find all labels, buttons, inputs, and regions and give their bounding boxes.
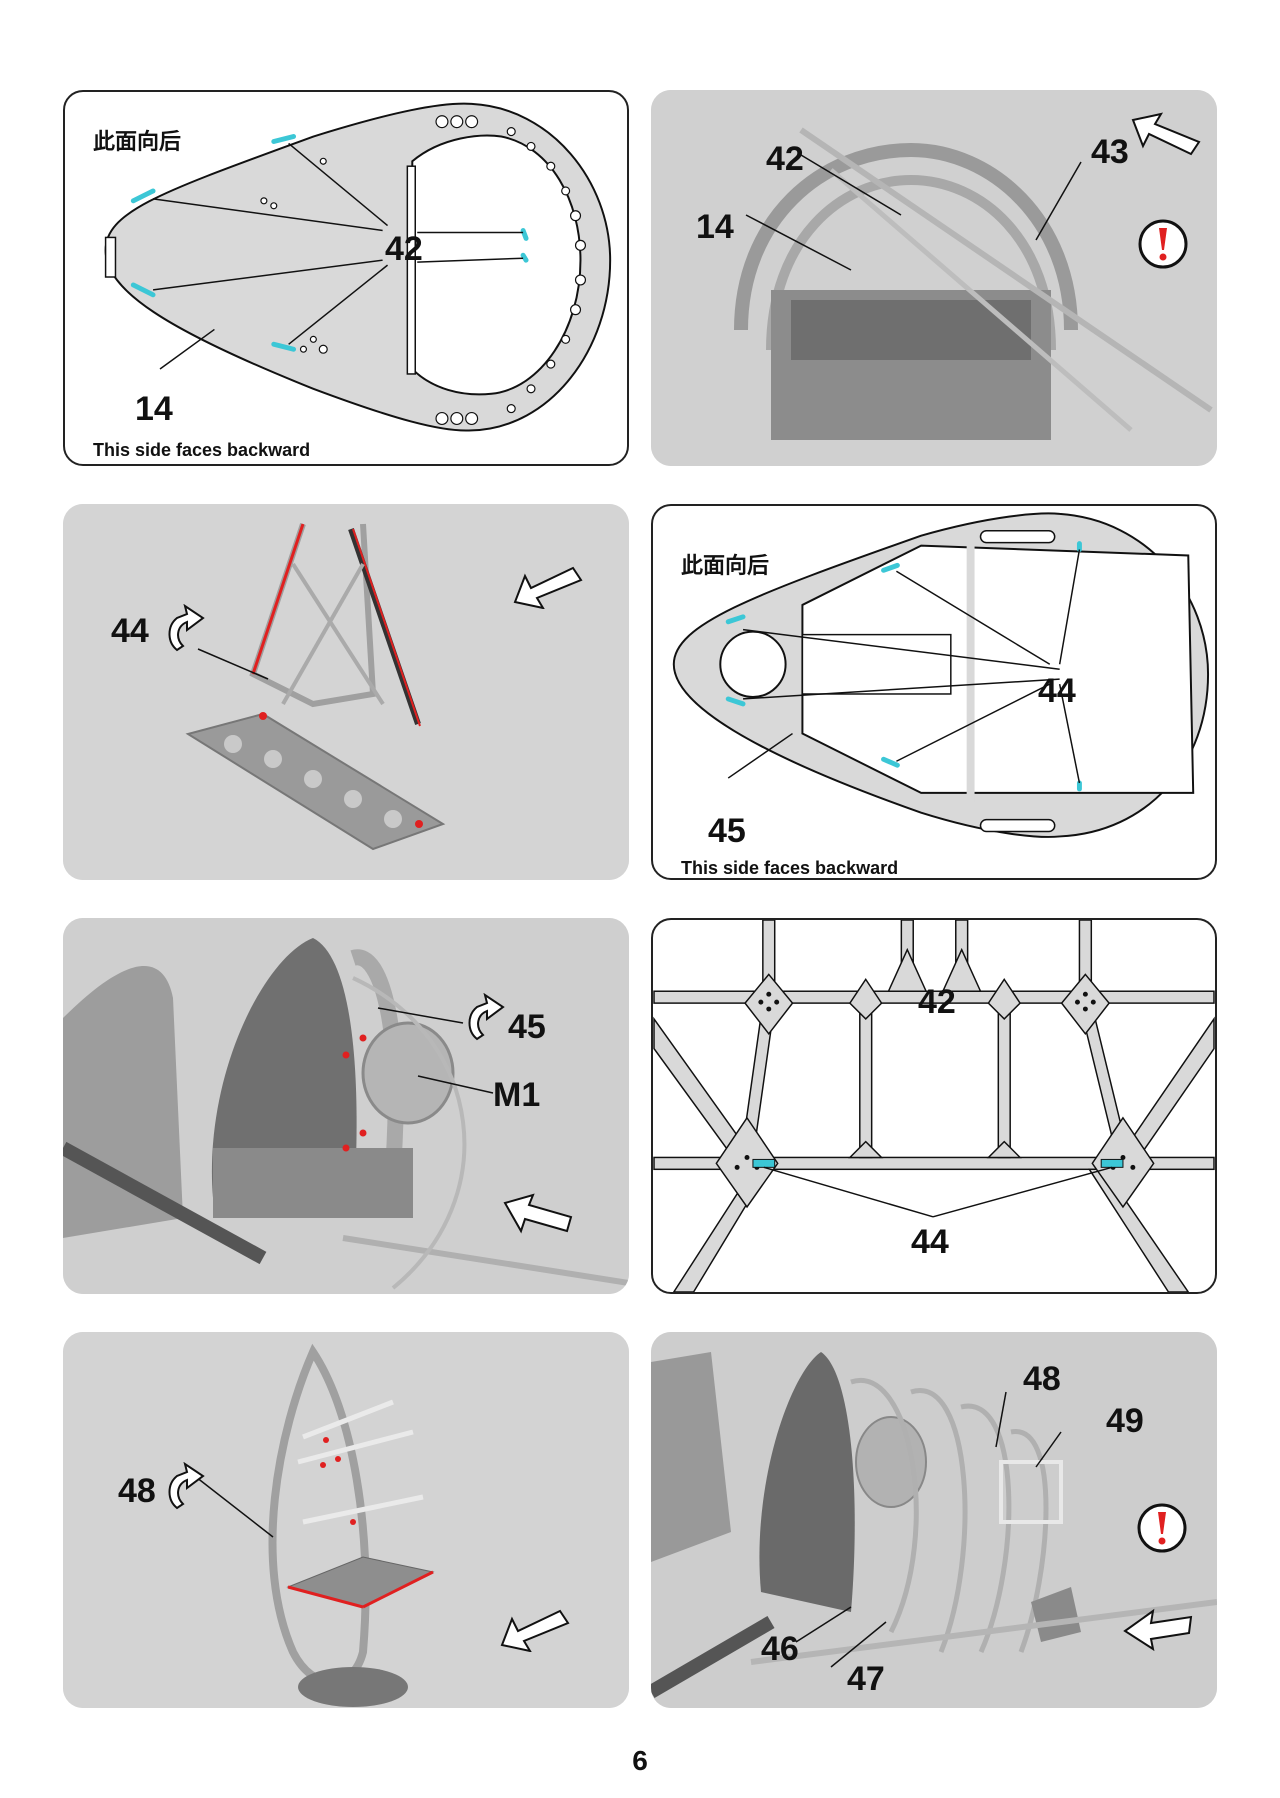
part-label-42: 42: [918, 983, 956, 1021]
panel-photo-45-m1: 45 M1: [63, 918, 629, 1294]
arrow-icon: [1123, 1608, 1193, 1652]
part-45-drawing: [672, 512, 1210, 838]
panel-photo-43-install: 42 43 14: [651, 90, 1217, 466]
arrow-icon: [503, 1193, 573, 1234]
panel-part-14-diagram: 此面向后 42 14 This side faces backward: [63, 90, 629, 466]
part-label-44: 44: [1038, 672, 1076, 710]
part-label-49: 49: [1106, 1402, 1144, 1440]
part-label-44: 44: [911, 1223, 949, 1261]
part-label-43: 43: [1091, 133, 1129, 171]
orientation-note: This side faces backward: [681, 858, 899, 878]
part-label-42: 42: [766, 140, 804, 178]
panel-photo-44: 44: [63, 504, 629, 880]
arrow-icon: [513, 566, 583, 609]
bracket-detail-drawing: [653, 920, 1215, 1292]
part-label-14: 14: [135, 390, 173, 428]
panel-bracket-detail-diagram: 42 44: [651, 918, 1217, 1294]
part-label-45: 45: [508, 1008, 546, 1046]
panel-photo-46-49: 48 49 46 47: [651, 1332, 1217, 1708]
orientation-note: This side faces backward: [93, 440, 311, 460]
part-label-42: 42: [385, 230, 423, 268]
panel-photo-48: 48: [63, 1332, 629, 1708]
flip-icon: [168, 604, 205, 652]
part-label-46: 46: [761, 1630, 799, 1668]
assembly-45-photo-illustration: [63, 918, 629, 1294]
part-48-photo-illustration: [63, 1332, 629, 1708]
flip-icon: [468, 993, 505, 1041]
warning-icon: [1138, 219, 1188, 269]
part-label-44: 44: [111, 612, 149, 650]
part-label-45: 45: [708, 812, 746, 850]
arrow-icon: [1131, 112, 1201, 156]
part-14-drawing: [104, 102, 612, 432]
part-44-photo-illustration: [63, 504, 629, 880]
part-label-14: 14: [696, 208, 734, 246]
page-number: 6: [632, 1745, 648, 1776]
part-label-48: 48: [1023, 1360, 1061, 1398]
assembly-46-49-photo-illustration: [651, 1332, 1217, 1708]
flip-icon: [168, 1462, 205, 1510]
part-label-m1: M1: [493, 1076, 541, 1114]
assembly-photo-illustration: [651, 90, 1217, 466]
orientation-note-chinese: 此面向后: [93, 130, 182, 155]
orientation-note-chinese: 此面向后: [681, 554, 770, 579]
panel-part-45-diagram: 此面向后 44 45 This side faces backward: [651, 504, 1217, 880]
part-label-47: 47: [847, 1660, 885, 1698]
part-label-48: 48: [118, 1472, 156, 1510]
warning-icon: [1137, 1503, 1187, 1553]
arrow-icon: [500, 1609, 570, 1652]
